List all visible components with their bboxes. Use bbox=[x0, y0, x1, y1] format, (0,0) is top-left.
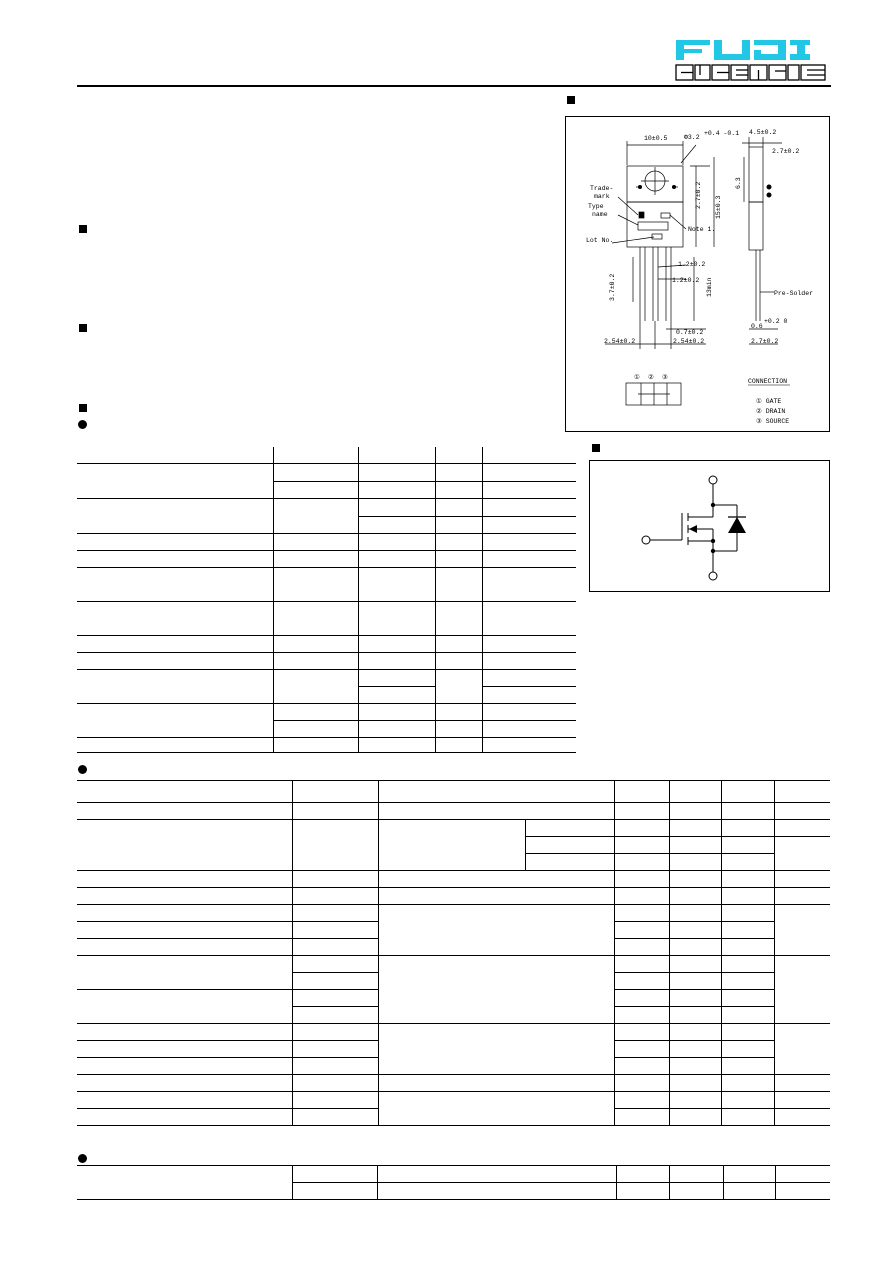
dim-lead-thickness: 0.7±0.2 bbox=[676, 329, 703, 336]
thermal-table bbox=[77, 1165, 830, 1200]
ratings-row bbox=[77, 669, 273, 704]
fuji-wordmark bbox=[676, 40, 810, 60]
pin-1-label: ① bbox=[634, 373, 640, 381]
section-marker bbox=[79, 324, 87, 332]
fuji-electric-logo bbox=[672, 38, 830, 84]
section-marker bbox=[79, 225, 87, 233]
characteristics-row bbox=[77, 1091, 292, 1109]
characteristics-row bbox=[77, 938, 292, 956]
characteristics-row bbox=[77, 1040, 292, 1058]
dim-hole: Φ3.2 bbox=[684, 134, 700, 141]
header-rule bbox=[77, 85, 831, 87]
ratings-row bbox=[77, 550, 273, 568]
label-type-1: Type bbox=[588, 203, 604, 210]
ratings-row bbox=[77, 737, 273, 753]
dim-side-base: 2.7±0.2 bbox=[751, 338, 778, 345]
mosfet-schematic bbox=[641, 475, 746, 581]
label-lot-no: Lot No. bbox=[586, 237, 613, 244]
connection-source: ③ SOURCE bbox=[756, 417, 789, 425]
characteristics-row bbox=[77, 904, 292, 922]
pin-3-label: ③ bbox=[662, 373, 668, 381]
ratings-row bbox=[77, 463, 273, 499]
label-note: Note 1. bbox=[688, 226, 715, 233]
ratings-row bbox=[77, 533, 273, 551]
ratings-row bbox=[77, 703, 273, 738]
dim-side-lead-tol: +0.2 0 bbox=[764, 318, 788, 325]
ratings-row bbox=[77, 567, 273, 602]
dim-h1: 2.7±0.2 bbox=[695, 182, 702, 209]
label-trademark-2: mark bbox=[594, 193, 610, 200]
dim-h2: 15±0.3 bbox=[715, 195, 722, 219]
electric-wordmark bbox=[675, 64, 826, 81]
connection-gate: ① GATE bbox=[756, 397, 781, 405]
outline-drawing: 10±0.5 Φ3.2 +0.4 -0.1 2.7±0.2 15±0.3 6.3… bbox=[586, 129, 813, 425]
dim-lead-width-1: 1.2±0.2 bbox=[678, 261, 705, 268]
ratings-row bbox=[77, 635, 273, 653]
characteristics-row bbox=[77, 870, 292, 888]
ratings-row bbox=[77, 498, 273, 534]
characteristics-row bbox=[77, 819, 292, 871]
section-marker bbox=[592, 444, 600, 452]
connection-title: CONNECTION bbox=[748, 378, 787, 385]
subsection-bullet bbox=[78, 765, 87, 774]
characteristics-row bbox=[77, 955, 292, 990]
outline-drawing-panel: 10±0.5 Φ3.2 +0.4 -0.1 2.7±0.2 15±0.3 6.3… bbox=[565, 116, 830, 432]
dim-side-thickness: 2.7±0.2 bbox=[772, 148, 799, 155]
dim-hole-tol: +0.4 -0.1 bbox=[704, 130, 739, 137]
dim-pitch-left: 2.54±0.2 bbox=[604, 338, 635, 345]
dim-pitch-right: 2.54±0.2 bbox=[673, 338, 704, 345]
section-marker bbox=[567, 96, 575, 104]
label-pre-solder: Pre-Solder bbox=[774, 290, 813, 297]
ratings-header bbox=[77, 447, 273, 464]
ratings-table bbox=[77, 447, 576, 753]
label-type-2: name bbox=[592, 211, 608, 218]
connection-drain: ② DRAIN bbox=[756, 407, 785, 415]
characteristics-row bbox=[77, 921, 292, 939]
dim-lead-height: 3.7±0.2 bbox=[609, 274, 616, 301]
subsection-bullet bbox=[78, 1154, 87, 1163]
ratings-row bbox=[77, 601, 273, 636]
dim-width: 10±0.5 bbox=[644, 135, 668, 142]
characteristics-row bbox=[77, 1023, 292, 1041]
characteristics-row bbox=[77, 802, 292, 820]
dim-tab: 6.3 bbox=[735, 177, 742, 189]
thermal-row bbox=[77, 1165, 292, 1200]
equivalent-circuit-panel bbox=[589, 460, 830, 592]
characteristics-header bbox=[77, 780, 292, 803]
label-trademark-1: Trade- bbox=[590, 185, 613, 192]
pin-2-label: ② bbox=[648, 373, 654, 381]
dim-lead-width-2: 1.2±0.2 bbox=[672, 277, 699, 284]
characteristics-row bbox=[77, 1074, 292, 1092]
section-marker bbox=[79, 404, 87, 412]
characteristics-table bbox=[77, 780, 830, 1126]
characteristics-row bbox=[77, 1108, 292, 1126]
subsection-bullet bbox=[78, 420, 87, 429]
dim-side-width: 4.5±0.2 bbox=[749, 129, 776, 136]
dim-side-lead: 0.6 bbox=[751, 323, 763, 330]
dim-lead-length: 13min bbox=[706, 277, 713, 297]
ratings-row bbox=[77, 652, 273, 670]
characteristics-row bbox=[77, 989, 292, 1024]
characteristics-row bbox=[77, 887, 292, 905]
characteristics-row bbox=[77, 1057, 292, 1075]
